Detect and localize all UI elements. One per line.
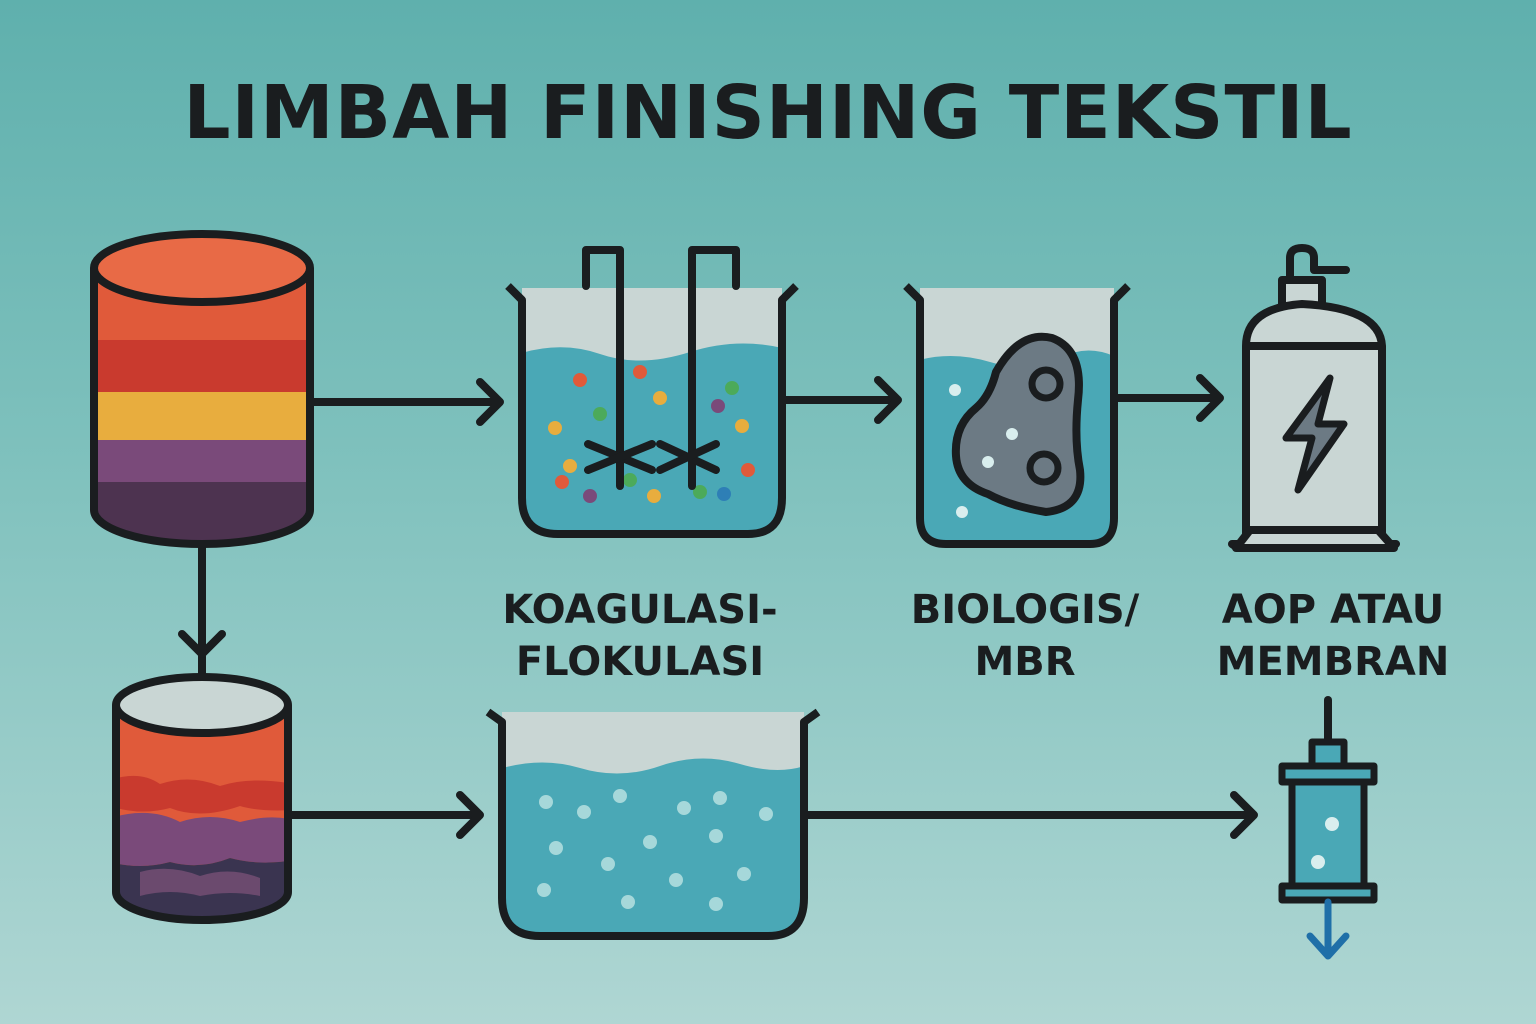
membrane-filter-icon — [1278, 696, 1378, 904]
label-coagulation-line2: FLOKULASI — [515, 639, 765, 685]
arrow-drum-down — [178, 542, 226, 688]
clean-water-output-arrow-icon — [1306, 898, 1350, 960]
label-aop-line2: MEMBRAN — [1216, 639, 1450, 685]
arrow-drum2-to-tank — [286, 791, 484, 839]
biological-mbr-tank-icon — [903, 283, 1131, 548]
label-aop-line1: AOP ATAU — [1221, 587, 1445, 633]
biofilm-carrier-icon — [951, 332, 1085, 516]
mixer-shafts — [582, 246, 740, 490]
mixed-wastewater-drum-icon — [112, 673, 292, 924]
aop-reactor-icon — [1228, 244, 1400, 552]
diagram-title: LIMBAH FINISHING TEKSTIL — [183, 70, 1353, 156]
arrow-tank-to-membrane — [802, 791, 1258, 839]
label-biological-line2: MBR — [974, 639, 1076, 685]
settling-tank-icon — [485, 708, 821, 940]
coagulation-flocculation-tank-icon — [505, 246, 799, 538]
arrow-coagulation-to-biological — [780, 376, 902, 424]
label-aop-membrane: AOP ATAU MEMBRAN — [1190, 584, 1476, 688]
label-biological-line1: BIOLOGIS/ — [910, 587, 1140, 633]
label-coagulation-line1: KOAGULASI- — [502, 587, 778, 633]
lightning-icon — [1282, 374, 1348, 494]
colored-wastewater-drum-icon — [90, 230, 314, 548]
bubbles — [537, 789, 773, 911]
arrow-drum-to-coagulation — [308, 378, 504, 426]
arrow-biological-to-aop — [1112, 374, 1224, 422]
label-coagulation-flocculation: KOAGULASI- FLOKULASI — [470, 584, 810, 688]
floc-particles — [548, 365, 755, 503]
bubbles — [949, 384, 1018, 518]
label-biological-mbr: BIOLOGIS/ MBR — [880, 584, 1170, 688]
